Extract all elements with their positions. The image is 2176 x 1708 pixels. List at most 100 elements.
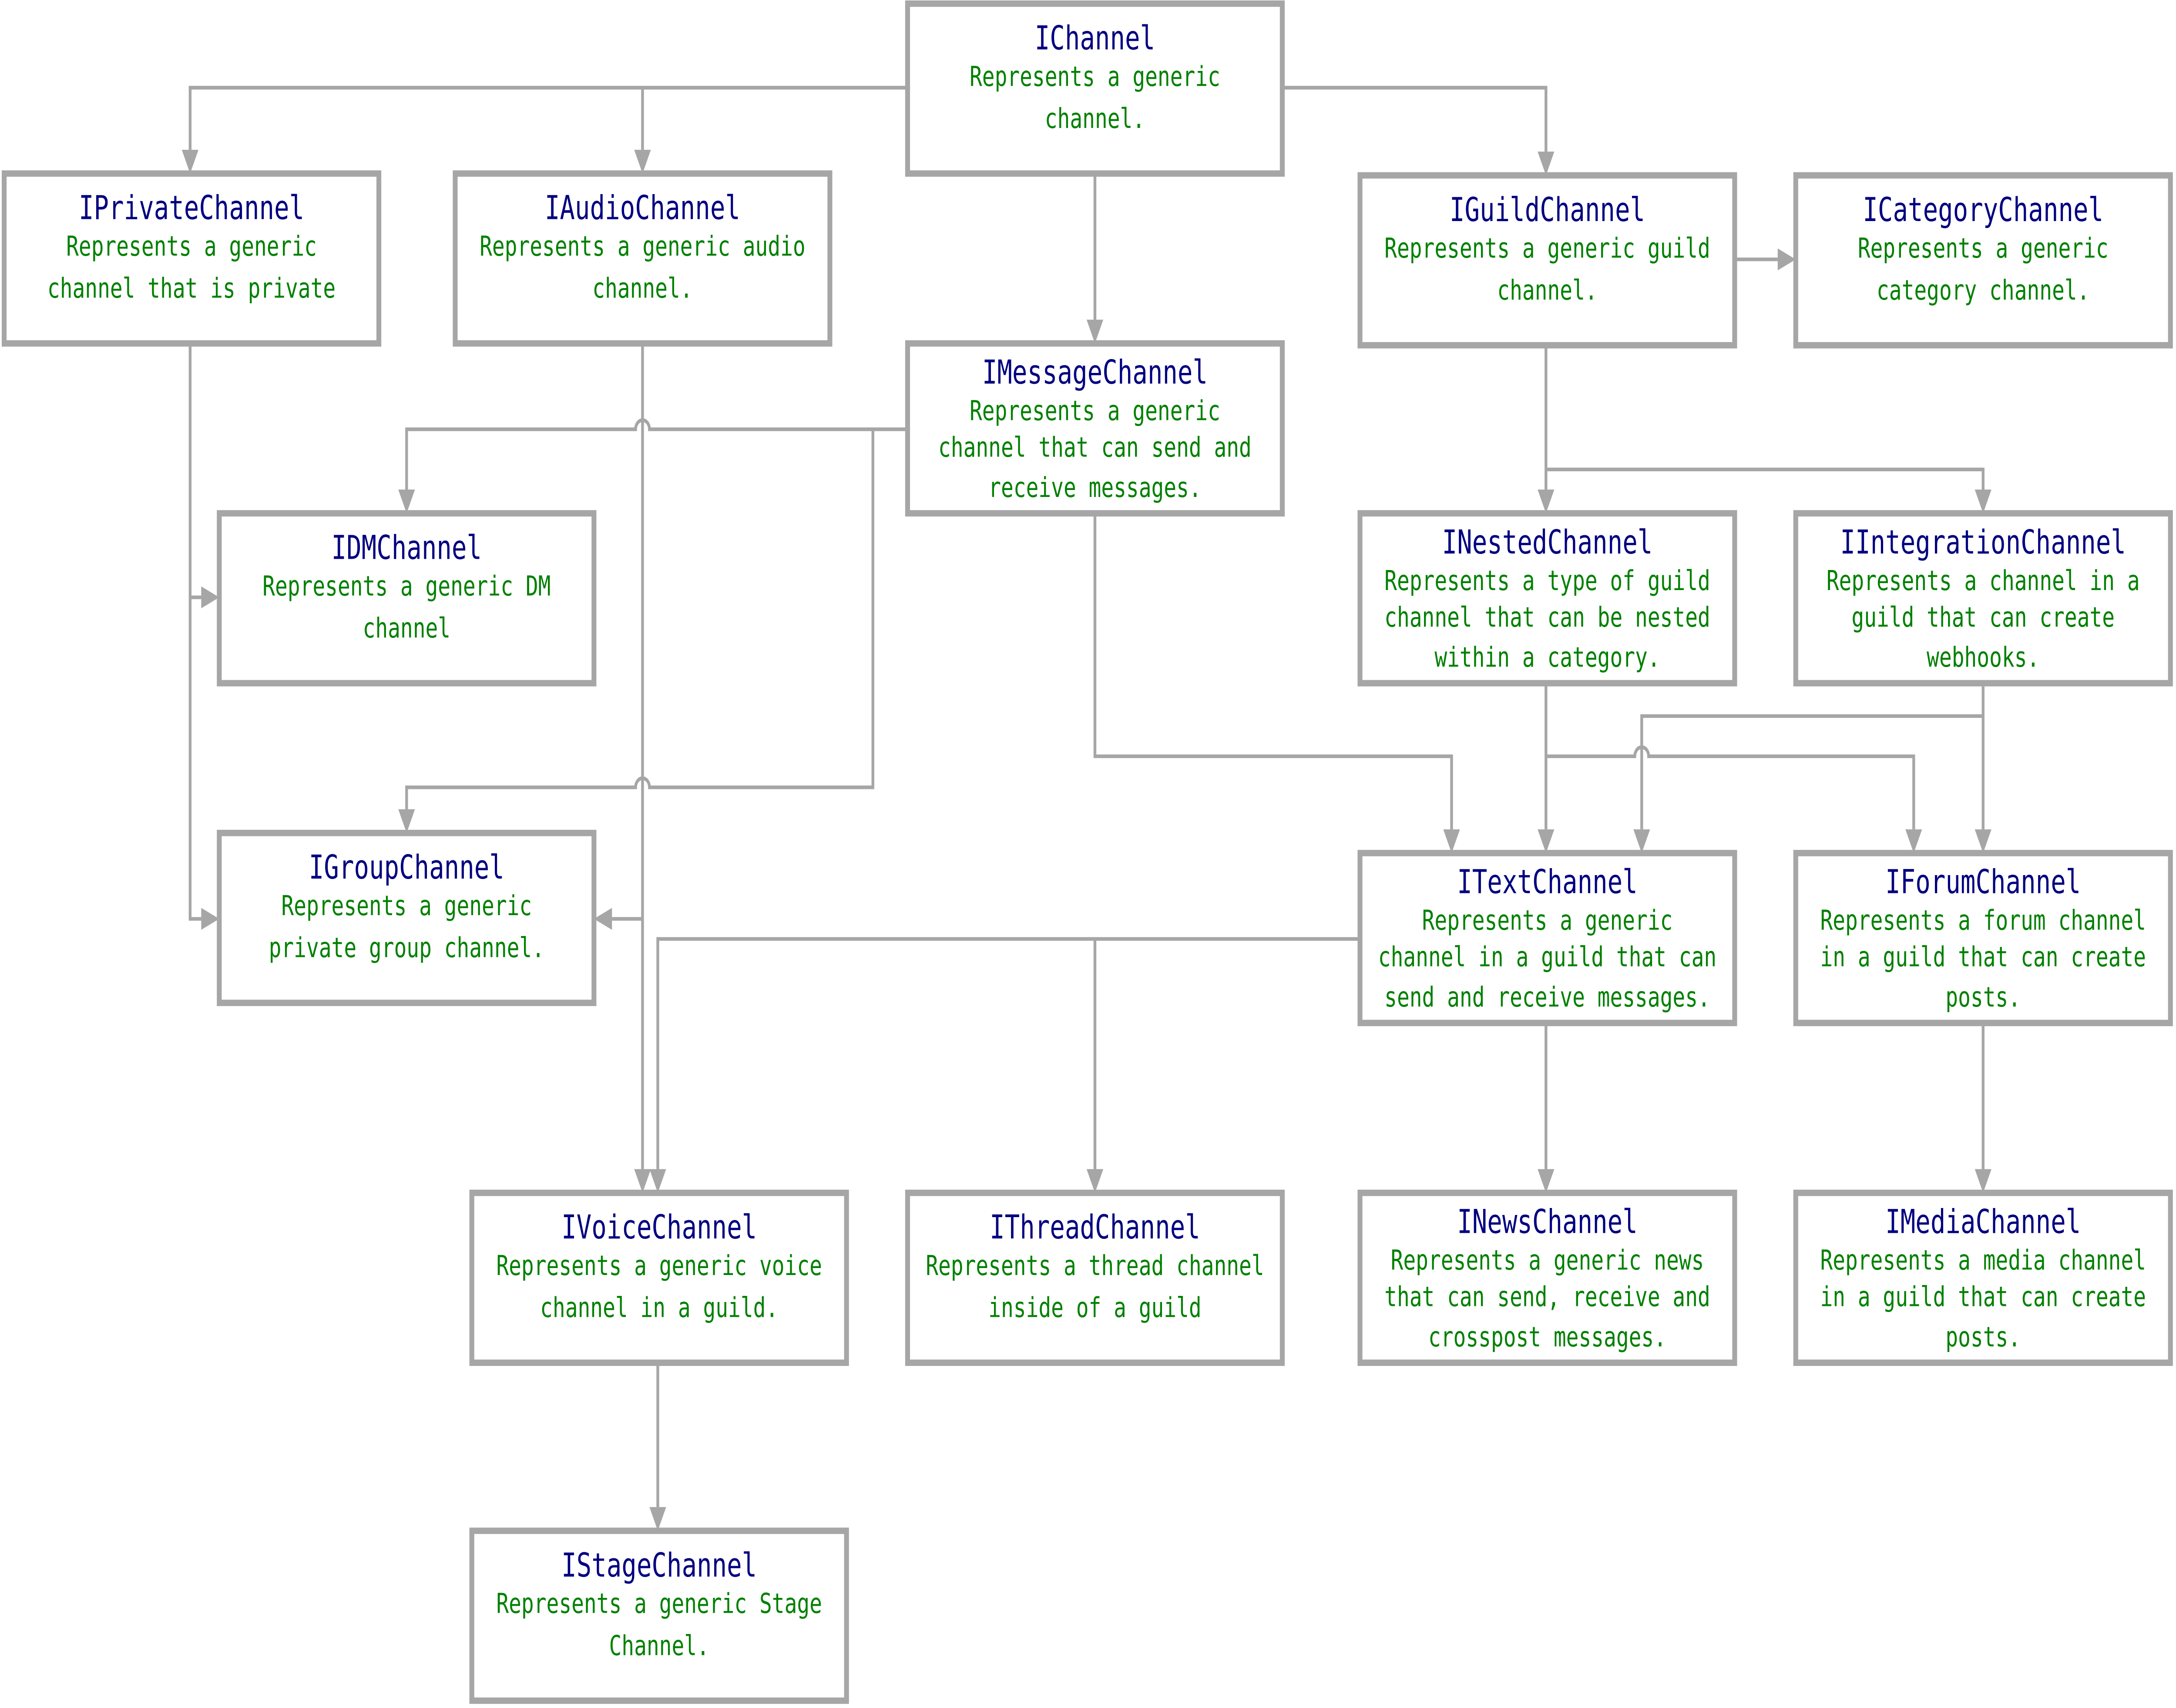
node-description-line: Represents a generic DM (262, 570, 551, 602)
arrowhead (634, 1169, 651, 1193)
arrowhead (181, 150, 198, 174)
arrowhead (1086, 319, 1104, 344)
arrowhead (201, 908, 219, 930)
node-description-line: webhooks. (1927, 642, 2039, 674)
node-description-line: Channel. (609, 1630, 709, 1662)
node-description-line: posts. (1945, 1321, 2021, 1353)
node-description-line: channel in a guild. (540, 1292, 778, 1324)
node-description-line: Represents a media channel (1820, 1245, 2146, 1276)
arrowhead (1975, 490, 1991, 513)
edge-ichannel-iprivatechannel (188, 86, 908, 150)
edge-iguildchannel-iintegrationchannel (1546, 467, 1985, 490)
node-description-line: Represents a generic (970, 395, 1220, 427)
node-box (905, 1189, 1285, 1366)
node-description-line: channel that can be nested (1384, 601, 1710, 633)
node-title: IMessageChannel (982, 353, 1208, 392)
node-description-line: Represents a generic (1858, 232, 2109, 264)
arrowhead (649, 1169, 666, 1193)
arrowhead (1538, 1169, 1555, 1193)
node-title: IGuildChannel (1450, 191, 1645, 229)
node-description-line: channel that can send and (938, 432, 1252, 463)
node-box (217, 829, 597, 1006)
arrowhead (1086, 1169, 1104, 1193)
node-description-line: Represents a generic guild (1384, 232, 1710, 264)
node-description-line: Represents a thread channel (926, 1250, 1264, 1282)
node-box (453, 170, 833, 347)
node-box (905, 340, 1285, 517)
node-description-line: Represents a generic (970, 61, 1220, 93)
node-description-line: Represents a generic (66, 231, 317, 262)
node-description-line: in a guild that can create (1820, 1281, 2146, 1313)
edge-iprivatechannel-idm-group (188, 343, 201, 921)
node-description-line: Represents a generic news (1391, 1245, 1704, 1276)
node-box (1357, 1189, 1737, 1366)
edge-itextchannel-ivoicechannel (656, 937, 1360, 1169)
node-description-line: Represents a forum channel (1820, 905, 2146, 936)
node-title: ICategoryChannel (1863, 191, 2103, 229)
node-description-line: guild that can create (1851, 601, 2115, 633)
node-description-line: private group channel. (269, 932, 544, 964)
node-description-line: posts. (1945, 982, 2021, 1013)
node-title: IStageChannel (561, 1546, 757, 1584)
arrowhead (1975, 1169, 1991, 1193)
node-description-line: category channel. (1877, 275, 2089, 306)
node-title: IForumChannel (1885, 863, 2081, 901)
node-title: INestedChannel (1442, 523, 1653, 561)
node-title: IChannel (1035, 19, 1155, 57)
node-description-line: channel. (592, 273, 692, 305)
node-box (469, 1189, 849, 1366)
node-title: IMediaChannel (1885, 1203, 2081, 1241)
node-title: ITextChannel (1457, 863, 1638, 901)
node-box (1357, 510, 1737, 687)
node-box (1, 170, 382, 347)
edges (181, 86, 1991, 1531)
arrowhead (1633, 829, 1650, 853)
arrowhead (1975, 829, 1991, 853)
arrowhead (1905, 829, 1922, 853)
node-description-line: Represents a type of guild (1384, 565, 1710, 597)
arrowhead (398, 809, 415, 833)
arrowhead (1538, 151, 1555, 175)
arrowhead (1538, 829, 1555, 853)
node-description-line: inside of a guild (988, 1292, 1201, 1324)
node-box (1793, 1189, 2173, 1366)
node-description-line: channel (363, 613, 451, 644)
node-description-line: within a category. (1434, 642, 1660, 674)
node-box (1357, 172, 1737, 349)
edge-imessagechannel-idmchannel (405, 418, 908, 490)
node-description-line: Represents a generic voice (496, 1250, 822, 1282)
node-box (1793, 850, 2173, 1027)
edge-ichannel-iguildchannel (1282, 86, 1548, 152)
arrowhead (649, 1507, 666, 1531)
edge-imessagechannel-itextchannel (1093, 515, 1453, 829)
node-description-line: channel. (1497, 275, 1597, 306)
node-box (905, 0, 1285, 177)
node-description-line: in a guild that can create (1820, 941, 2146, 973)
arrowhead (1443, 829, 1460, 853)
arrowhead (1777, 248, 1796, 271)
node-description-line: receive messages. (988, 472, 1201, 503)
node-description-line: Represents a generic (1422, 905, 1673, 936)
arrowhead (594, 908, 612, 930)
arrowhead (634, 150, 651, 174)
node-description-line: channel that is private (47, 273, 336, 305)
node-description-line: channel. (1045, 103, 1145, 134)
node-title: IGroupChannel (309, 848, 504, 886)
node-description-line: Represents a channel in a (1827, 565, 2140, 597)
node-box (1793, 172, 2173, 349)
node-description-line: that can send, receive and (1384, 1281, 1710, 1313)
